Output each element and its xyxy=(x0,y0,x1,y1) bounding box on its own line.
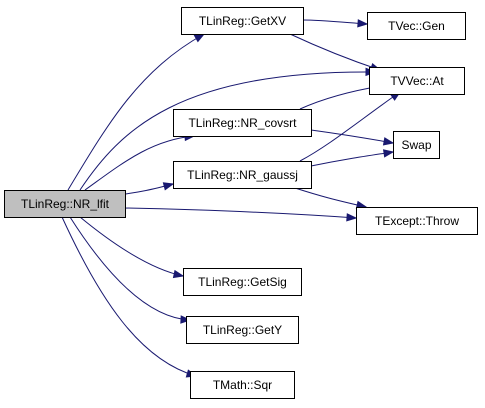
edge-line xyxy=(61,216,197,377)
node-label: TLinReg::GetSig xyxy=(198,275,287,289)
arrowhead-icon xyxy=(382,149,395,158)
arrowhead-icon xyxy=(180,315,192,324)
edge-nr_lfit-to-sqr xyxy=(61,216,198,378)
node-label: TMath::Sqr xyxy=(213,378,272,392)
edge-nr_lfit-to-nr_gaussj xyxy=(124,182,175,195)
node-box[interactable] xyxy=(183,268,302,296)
edge-line xyxy=(310,129,394,144)
edge-getxv-to-at xyxy=(289,33,382,72)
edge-nr_lfit-to-getsig xyxy=(79,216,185,279)
node-swap[interactable]: Swap xyxy=(393,131,440,159)
arrowhead-icon xyxy=(357,19,369,28)
node-at[interactable]: TVVec::At xyxy=(369,67,465,95)
node-nr_lfit[interactable]: TLinReg::NR_lfit xyxy=(4,190,126,218)
edge-nr_covsrt-to-swap xyxy=(310,129,395,146)
node-box[interactable] xyxy=(4,190,126,218)
edge-layer xyxy=(61,19,402,378)
node-box[interactable] xyxy=(369,67,465,95)
node-box[interactable] xyxy=(181,7,304,35)
edge-line xyxy=(289,33,381,71)
node-nr_gaussj[interactable]: TLinReg::NR_gaussj xyxy=(173,161,312,189)
arrowhead-icon xyxy=(346,213,358,222)
edge-nr_gaussj-to-throw xyxy=(294,187,368,210)
edge-line xyxy=(299,91,401,162)
edge-line xyxy=(79,216,184,277)
node-sqr[interactable]: TMath::Sqr xyxy=(190,371,295,399)
node-box[interactable] xyxy=(173,161,312,189)
node-label: Swap xyxy=(401,138,431,152)
edge-line xyxy=(302,19,368,25)
edge-line xyxy=(310,151,394,167)
node-layer: TLinReg::NR_lfit TLinReg::GetXVTLinReg::N… xyxy=(4,7,478,399)
node-nr_covsrt[interactable]: TLinReg::NR_covsrt xyxy=(173,109,312,137)
edge-line xyxy=(67,33,205,191)
edge-nr_covsrt-to-at xyxy=(299,83,383,110)
arrowhead-icon xyxy=(172,269,185,279)
node-box[interactable] xyxy=(367,12,466,40)
edge-line xyxy=(294,187,367,208)
node-box[interactable] xyxy=(173,109,312,137)
node-label: TExcept::Throw xyxy=(375,214,459,228)
node-getsig[interactable]: TLinReg::GetSig xyxy=(183,268,302,296)
edge-line xyxy=(69,216,191,321)
node-label: TLinReg::NR_gaussj xyxy=(187,168,298,182)
arrowhead-icon xyxy=(162,182,175,191)
edge-nr_lfit-to-gety xyxy=(69,216,192,324)
node-label: TVec::Gen xyxy=(388,19,445,33)
arrowhead-icon xyxy=(382,137,395,146)
edge-nr_lfit-to-throw xyxy=(124,207,358,222)
edge-line xyxy=(79,71,376,191)
edge-line xyxy=(84,135,195,191)
node-label: TVVec::At xyxy=(390,74,444,88)
node-throw[interactable]: TExcept::Throw xyxy=(356,207,478,235)
node-box[interactable] xyxy=(393,131,440,159)
node-box[interactable] xyxy=(356,207,478,235)
arrowhead-icon xyxy=(193,33,206,43)
edge-line xyxy=(124,207,357,219)
node-label: TLinReg::GetXV xyxy=(199,14,286,28)
node-gen[interactable]: TVec::Gen xyxy=(367,12,466,40)
edge-getxv-to-gen xyxy=(302,19,369,28)
node-box[interactable] xyxy=(190,371,295,399)
edge-nr_gaussj-to-swap xyxy=(310,149,395,167)
node-gety[interactable]: TLinReg::GetY xyxy=(186,316,299,344)
node-label: TLinReg::NR_covsrt xyxy=(188,116,297,130)
edge-line xyxy=(299,85,382,110)
node-label: TLinReg::NR_lfit xyxy=(21,197,110,211)
node-label: TLinReg::GetY xyxy=(203,323,282,337)
node-getxv[interactable]: TLinReg::GetXV xyxy=(181,7,304,35)
node-box[interactable] xyxy=(186,316,299,344)
